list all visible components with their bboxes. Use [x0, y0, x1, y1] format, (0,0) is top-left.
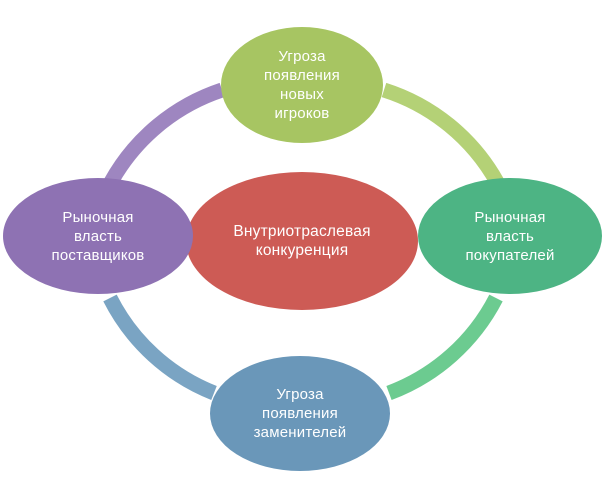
node-threat-new-entrants: Угроза появления новых игроков [221, 27, 383, 143]
node-internal-competition-label: Внутриотраслевая конкуренция [233, 223, 371, 259]
arc-bottom-right [386, 294, 503, 401]
arc-top-right [381, 82, 504, 186]
node-threat-substitutes-label: Угроза появления заменителей [253, 386, 347, 441]
arc-bottom-left [103, 294, 217, 400]
arc-top-left [104, 82, 225, 186]
node-threat-substitutes: Угроза появления заменителей [210, 356, 390, 471]
node-threat-new-entrants-label: Угроза появления новых игроков [264, 48, 340, 122]
node-supplier-power-label: Рыночная власть поставщиков [51, 208, 145, 264]
node-buyer-power: Рыночная власть покупателей [418, 178, 602, 294]
node-internal-competition: Внутриотраслевая конкуренция [186, 172, 418, 310]
node-buyer-power-label: Рыночная власть покупателей [465, 208, 555, 264]
node-supplier-power: Рыночная власть поставщиков [3, 178, 193, 294]
